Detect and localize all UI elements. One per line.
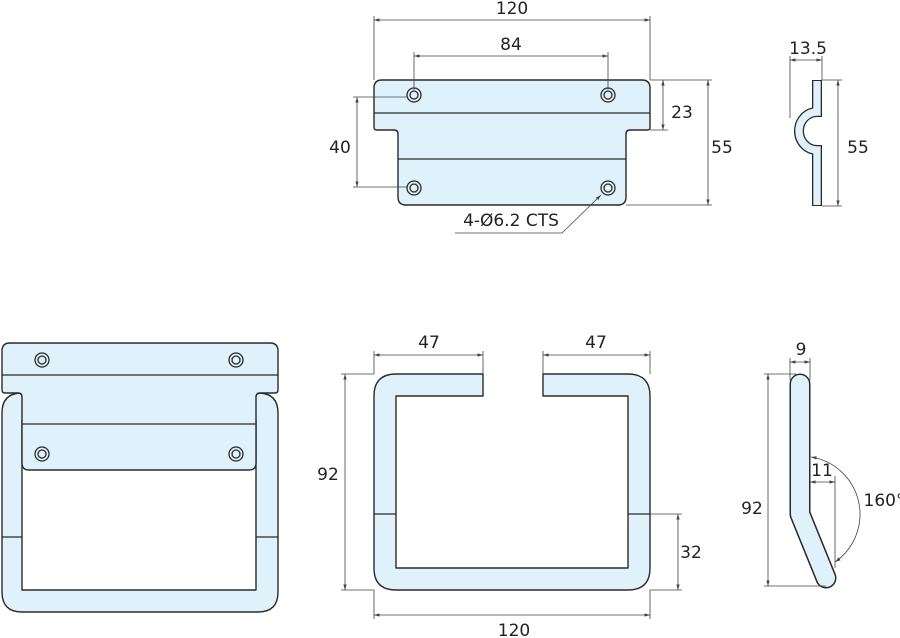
mounting-hole	[228, 446, 244, 462]
handle-side-profile: 9 92 11 160°	[741, 340, 900, 589]
mounting-hole	[34, 446, 50, 462]
dim-flange-height: 23	[671, 103, 693, 123]
handle-ring-view: 47 47 92 32 120	[317, 333, 702, 638]
dim-left-segment: 47	[418, 333, 440, 353]
mounting-hole	[600, 180, 616, 196]
mounting-hole	[406, 180, 422, 196]
dim-offset: 13.5	[789, 39, 827, 59]
hole-note: 4-Ø6.2 CTS	[463, 211, 559, 231]
dim-bend-offset: 11	[811, 461, 833, 481]
mounting-hole	[34, 352, 50, 368]
dim-bend-angle: 160°	[864, 491, 900, 511]
dim-side-height: 92	[741, 499, 763, 519]
mounting-hole	[406, 87, 422, 103]
dim-side-height: 55	[847, 138, 869, 158]
dim-lower-section: 32	[680, 543, 702, 563]
mounting-plate-top-view	[373, 79, 651, 206]
dim-hole-spacing: 84	[500, 35, 522, 55]
dim-thickness: 9	[796, 340, 807, 360]
mounting-hole	[600, 87, 616, 103]
dim-handle-width: 120	[498, 621, 530, 638]
plate-side-profile: 13.5 55	[789, 39, 869, 207]
dim-handle-height: 92	[317, 465, 339, 485]
dim-width-120: 120	[496, 0, 528, 19]
dim-hole-vertical: 40	[329, 138, 351, 158]
mounting-hole	[228, 352, 244, 368]
dim-height-55: 55	[711, 138, 733, 158]
top-view-dimensions: 120 84 23 55 40 4-Ø6.2 CTS	[329, 0, 733, 234]
dim-right-segment: 47	[585, 333, 607, 353]
assembled-handle-front-view	[1, 342, 279, 613]
